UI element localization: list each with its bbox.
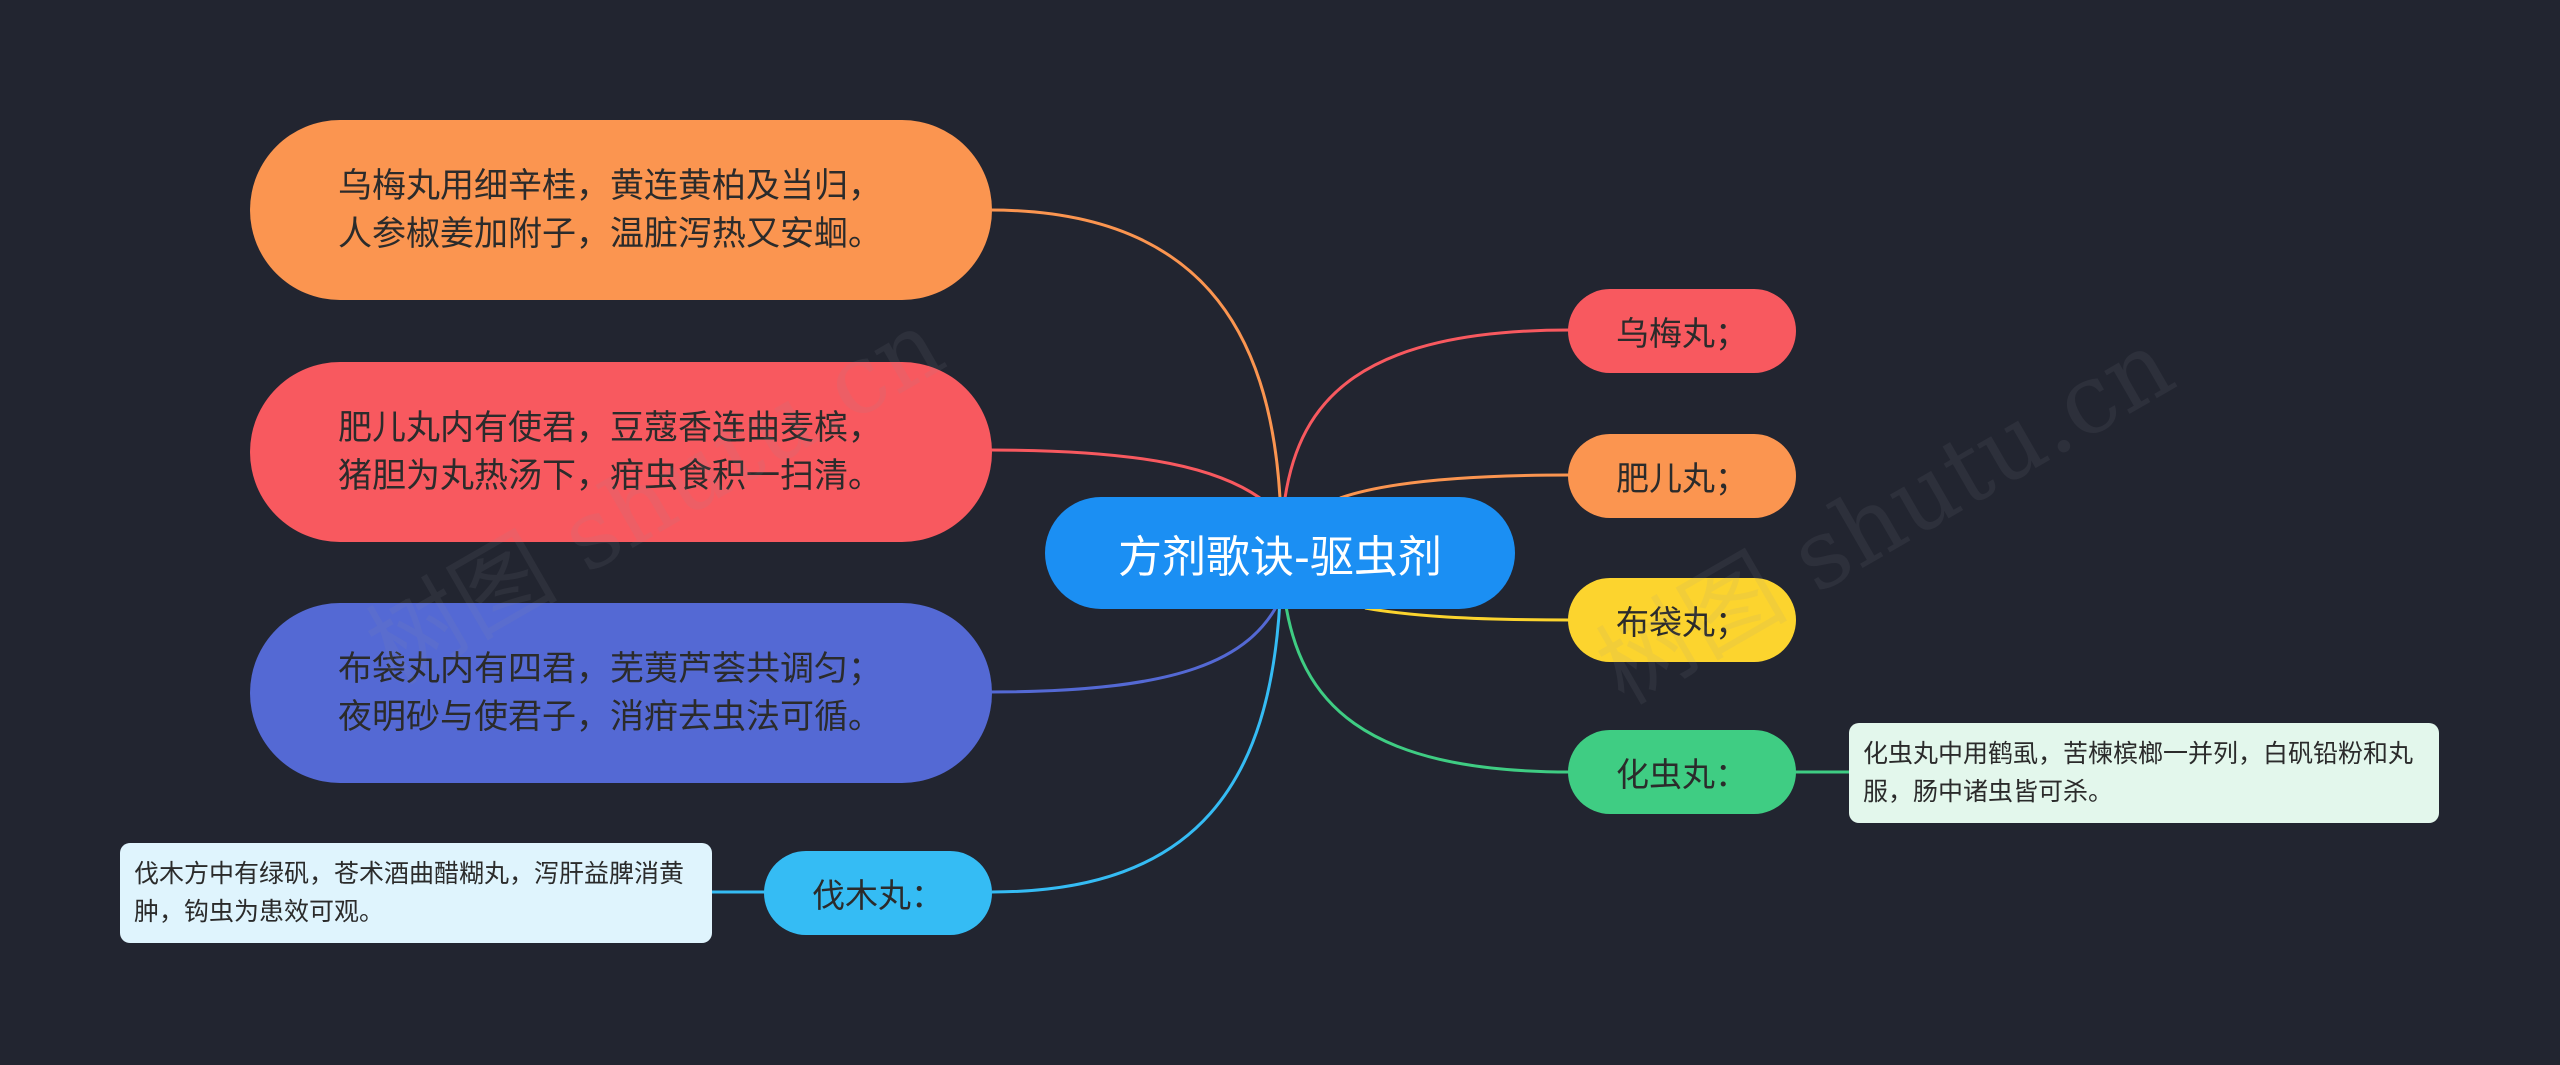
link-right-1: [1283, 328, 1571, 499]
right-node-feierwan[interactable]: 肥儿丸；: [1568, 434, 1796, 518]
link-bottom: [991, 599, 1282, 894]
right-node-label: 乌梅丸；: [1616, 314, 1748, 353]
link-left-1: [989, 208, 1282, 499]
note-text: 化虫丸中用鹤虱，苦楝槟榔一并列，白矾铅粉和丸服，肠中诸虫皆可杀。: [1863, 739, 2414, 806]
right-node-huachongwan[interactable]: 化虫丸：: [1568, 730, 1796, 814]
note-text: 伐木方中有绿矾，苍术酒曲醋糊丸，泻肝益脾消黄肿，钩虫为患效可观。: [134, 859, 685, 926]
right-node-label: 化虫丸：: [1616, 755, 1748, 794]
left-node-text: 乌梅丸用细辛桂，黄连黄柏及当归，人参椒姜加附子，温脏泻热又安蛔。: [338, 166, 882, 254]
right-node-wumeiwan[interactable]: 乌梅丸；: [1568, 289, 1796, 373]
bottom-node-famuwan[interactable]: 伐木丸：: [764, 851, 992, 935]
link-right-4: [1283, 599, 1571, 774]
root-title: 方剂歌诀-驱虫剂: [1118, 532, 1442, 583]
root-node[interactable]: 方剂歌诀-驱虫剂: [1045, 497, 1515, 609]
link-right-2: [1339, 473, 1571, 500]
note-huachongwan: 化虫丸中用鹤虱，苦楝槟榔一并列，白矾铅粉和丸服，肠中诸虫皆可杀。: [1849, 723, 2439, 823]
link-left-2: [989, 448, 1261, 500]
left-node-feierwan[interactable]: 肥儿丸内有使君，豆蔻香连曲麦槟，猪胆为丸热汤下，疳虫食积一扫清。: [250, 362, 992, 542]
left-node-text: 肥儿丸内有使君，豆蔻香连曲麦槟，猪胆为丸热汤下，疳虫食积一扫清。: [338, 408, 882, 496]
link-left-3: [989, 599, 1282, 694]
bottom-node-label: 伐木丸：: [812, 876, 944, 915]
left-node-wumeiwan[interactable]: 乌梅丸用细辛桂，黄连黄柏及当归，人参椒姜加附子，温脏泻热又安蛔。: [250, 120, 992, 300]
note-famuwan: 伐木方中有绿矾，苍术酒曲醋糊丸，泻肝益脾消黄肿，钩虫为患效可观。: [120, 843, 712, 943]
link-right-3: [1364, 606, 1571, 622]
left-node-text: 布袋丸内有四君，芜荑芦荟共调匀；夜明砂与使君子，消疳去虫法可循。: [338, 649, 882, 737]
right-node-label: 肥儿丸；: [1616, 459, 1748, 498]
right-node-label: 布袋丸；: [1616, 603, 1748, 642]
right-node-budaiwan[interactable]: 布袋丸；: [1568, 578, 1796, 662]
left-node-budaiwan[interactable]: 布袋丸内有四君，芜荑芦荟共调匀；夜明砂与使君子，消疳去虫法可循。: [250, 603, 992, 783]
